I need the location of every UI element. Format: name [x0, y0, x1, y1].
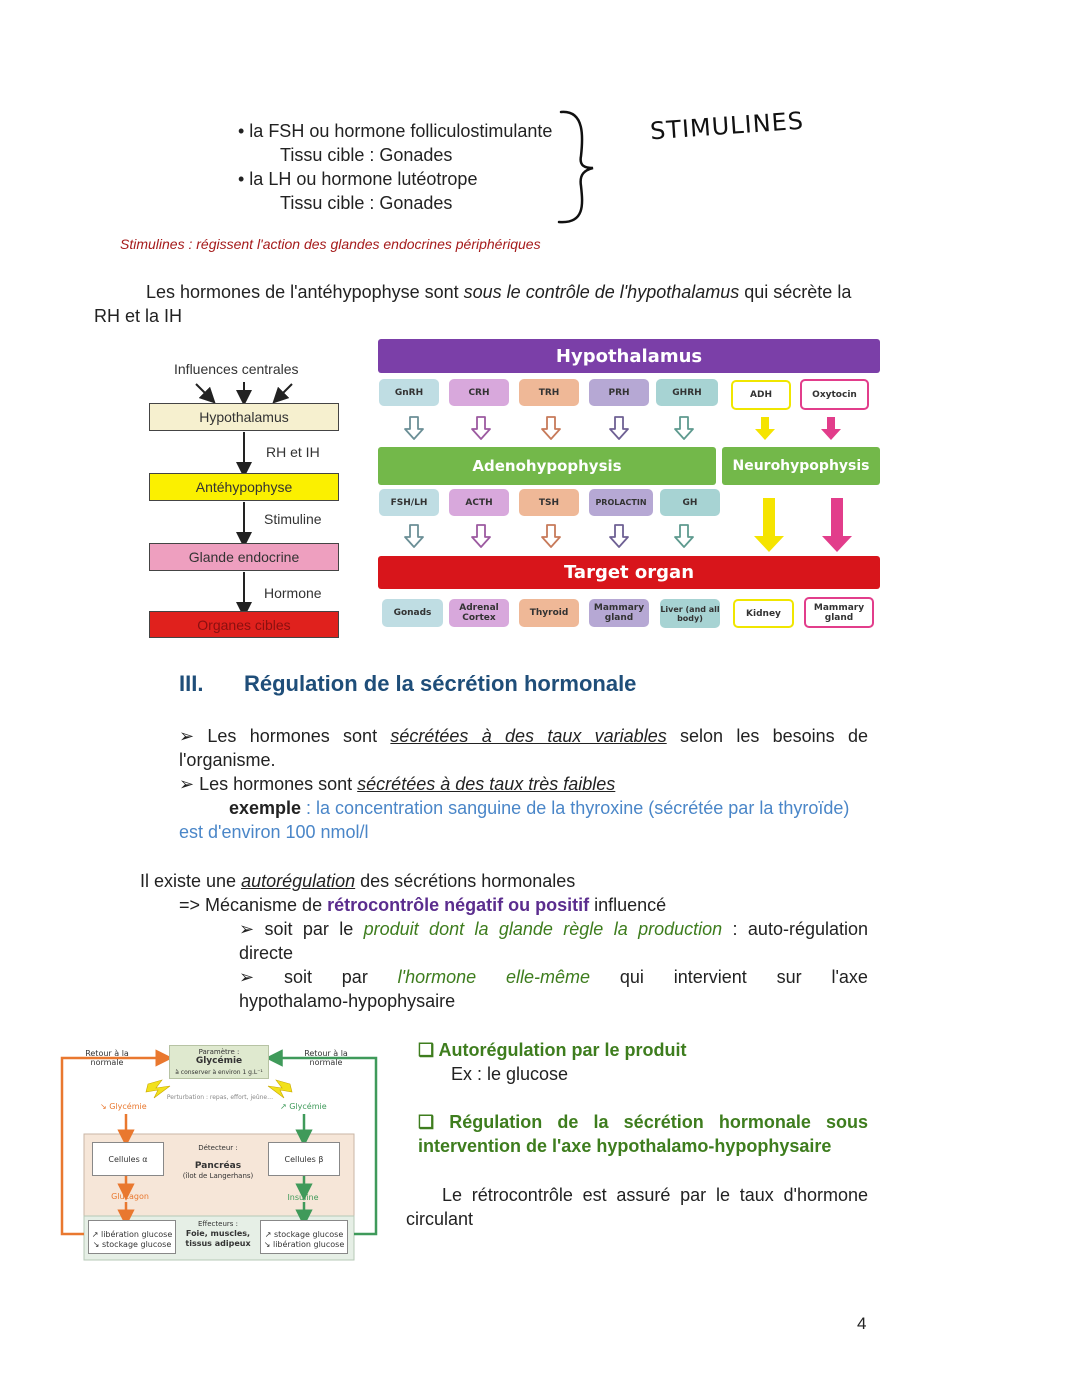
section-title: Régulation de la sécrétion hormonale: [244, 671, 637, 696]
glyc-eff-right-1: ↗ stockage glucose: [264, 1230, 344, 1239]
stimulines-note: Stimulines : régissent l'action des glan…: [120, 236, 541, 252]
flow-box-glande: Glande endocrine: [149, 543, 339, 571]
glyc-ilot: (îlot de Langerhans): [182, 1172, 254, 1180]
example-line: exemple : la concentration sanguine de l…: [229, 798, 850, 818]
flow-arrows: [195, 382, 293, 618]
flow-label-hormone: Hormone: [264, 585, 322, 601]
glyc-up: ↗ Glycémie: [280, 1102, 327, 1111]
flow-box-organes: Organes cibles: [149, 611, 339, 638]
bullet-faibles: ➢ Les hormones sont sécrétées à des taux…: [179, 774, 616, 794]
glyc-retour-left: Retour à la normale: [85, 1049, 129, 1067]
page-number: 4: [857, 1314, 867, 1333]
sub-bullet-produit: ➢ soit par le produit dont la glande règ…: [239, 919, 869, 939]
pill-tsh: TSH: [519, 489, 579, 516]
pill-kidney: Kidney: [733, 599, 794, 628]
heading-regulation-axe-line2: intervention de l'axe hypothalamo-hypoph…: [418, 1136, 832, 1156]
paragraph-retrocontrole: Le rétrocontrôle est assuré par le taux …: [442, 1185, 868, 1205]
pill-gonads: Gonads: [382, 599, 443, 627]
section-number: III.: [179, 671, 204, 696]
pill-gh: GH: [660, 489, 720, 516]
flow-influences: Influences centrales: [174, 361, 299, 377]
sub-bullet-produit-line2: directe: [239, 943, 294, 963]
glyc-eff-left-box: [88, 1220, 176, 1254]
glyc-param-label: Paramètre :: [198, 1048, 240, 1056]
bullet-variables-line2: l'organisme.: [179, 750, 276, 770]
axis-hypothalamus-bar: Hypothalamus: [378, 339, 880, 373]
pill-oxytocin: Oxytocin: [800, 379, 869, 410]
flow-label-rh-ih: RH et IH: [266, 444, 320, 460]
glyc-perturbation: Perturbation : repas, effort, jeûne…: [166, 1094, 274, 1101]
glyc-eff-right-box: [260, 1220, 348, 1254]
glyc-eff-left-2: ↘ stockage glucose: [92, 1240, 172, 1249]
axis-neuro-bar: Neurohypophysis: [722, 447, 880, 485]
pill-gnrh: GnRH: [379, 379, 439, 406]
flow-box-antehypophyse: Antéhypophyse: [149, 473, 339, 501]
list-item-lh: • la LH ou hormone lutéotrope: [238, 169, 478, 189]
axis-arrows-row1: [404, 416, 841, 440]
pill-acth: ACTH: [449, 489, 509, 516]
pill-mammary-1: Mammary gland: [589, 599, 649, 627]
pill-trh: TRH: [519, 379, 579, 406]
glyc-eff-right-2: ↘ libération glucose: [263, 1240, 345, 1249]
glyc-retour-right: Retour à la normale: [304, 1049, 348, 1067]
glyc-down: ↘ Glycémie: [100, 1102, 147, 1111]
example-line2: est d'environ 100 nmol/l: [179, 822, 369, 842]
axis-target-bar: Target organ: [378, 556, 880, 589]
pill-prolactin: PROLACTIN: [589, 489, 653, 516]
axis-adeno-bar: Adenohypophysis: [378, 447, 716, 485]
flow-box-hypothalamus: Hypothalamus: [149, 403, 339, 431]
glyc-detecteur: Détecteur :: [198, 1144, 238, 1152]
autoregulation-intro: Il existe une autorégulation des sécréti…: [140, 871, 576, 891]
glyc-eff-center-2: tissus adipeux: [185, 1239, 251, 1248]
pill-mammary-2: Mammary gland: [804, 597, 874, 628]
mechanism-line: => Mécanisme de rétrocontrôle négatif ou…: [179, 895, 667, 915]
paragraph-retrocontrole-line2: circulant: [406, 1209, 474, 1229]
bullet-variables: ➢ Les hormones sont sécrétées à des taux…: [179, 726, 869, 746]
axis-arrows-row2: [404, 498, 852, 552]
pill-adh: ADH: [731, 380, 791, 410]
glyc-glucagon: Glucagon: [111, 1192, 149, 1201]
heading-regulation-axe: ❑ Régulation de la sécrétion hormonale s…: [418, 1112, 868, 1132]
pill-thyroid: Thyroid: [519, 599, 579, 627]
list-item-fsh: • la FSH ou hormone folliculostimulante: [238, 121, 553, 141]
flow-label-stimuline: Stimuline: [264, 511, 322, 527]
pill-prh: PRH: [589, 379, 649, 406]
glyc-param-conserver: à conserver à environ 1 g.L⁻¹: [175, 1069, 263, 1076]
list-item-lh-target: Tissu cible : Gonades: [280, 193, 453, 213]
glyc-param-glycemie: Glycémie: [195, 1056, 243, 1066]
paragraph-antehypophyse: Les hormones de l'antéhypophyse sont sou…: [94, 282, 852, 326]
curly-brace-icon: [557, 110, 594, 224]
sub-bullet-hormone-line2: hypothalamo-hypophysaire: [239, 991, 456, 1011]
heading-autoregulation-produit: ❑ Autorégulation par le produit: [418, 1040, 687, 1060]
pill-liver: Liver (and all body): [660, 599, 720, 628]
pill-adrenal: Adrenal Cortex: [449, 599, 509, 627]
glyc-insuline: Insuline: [287, 1193, 319, 1202]
glyc-pancreas: Pancréas: [194, 1161, 242, 1171]
pill-ghrh: GHRH: [656, 379, 718, 406]
glyc-eff-center-1: Foie, muscles,: [185, 1229, 251, 1238]
pill-crh: CRH: [449, 379, 509, 406]
glyc-eff-left-1: ↗ libération glucose: [91, 1230, 173, 1239]
glyc-effecteurs: Effecteurs :: [198, 1220, 238, 1228]
pill-fsh-lh: FSH/LH: [379, 489, 439, 516]
glyc-param-box: [169, 1045, 269, 1079]
list-item-fsh-target: Tissu cible : Gonades: [280, 145, 453, 165]
glyc-cell-beta: Cellules β: [268, 1142, 340, 1176]
handwritten-stimulines: STIMULINES: [649, 106, 805, 146]
example-glucose: Ex : le glucose: [451, 1064, 569, 1084]
glyc-cell-alpha: Cellules α: [92, 1142, 164, 1176]
